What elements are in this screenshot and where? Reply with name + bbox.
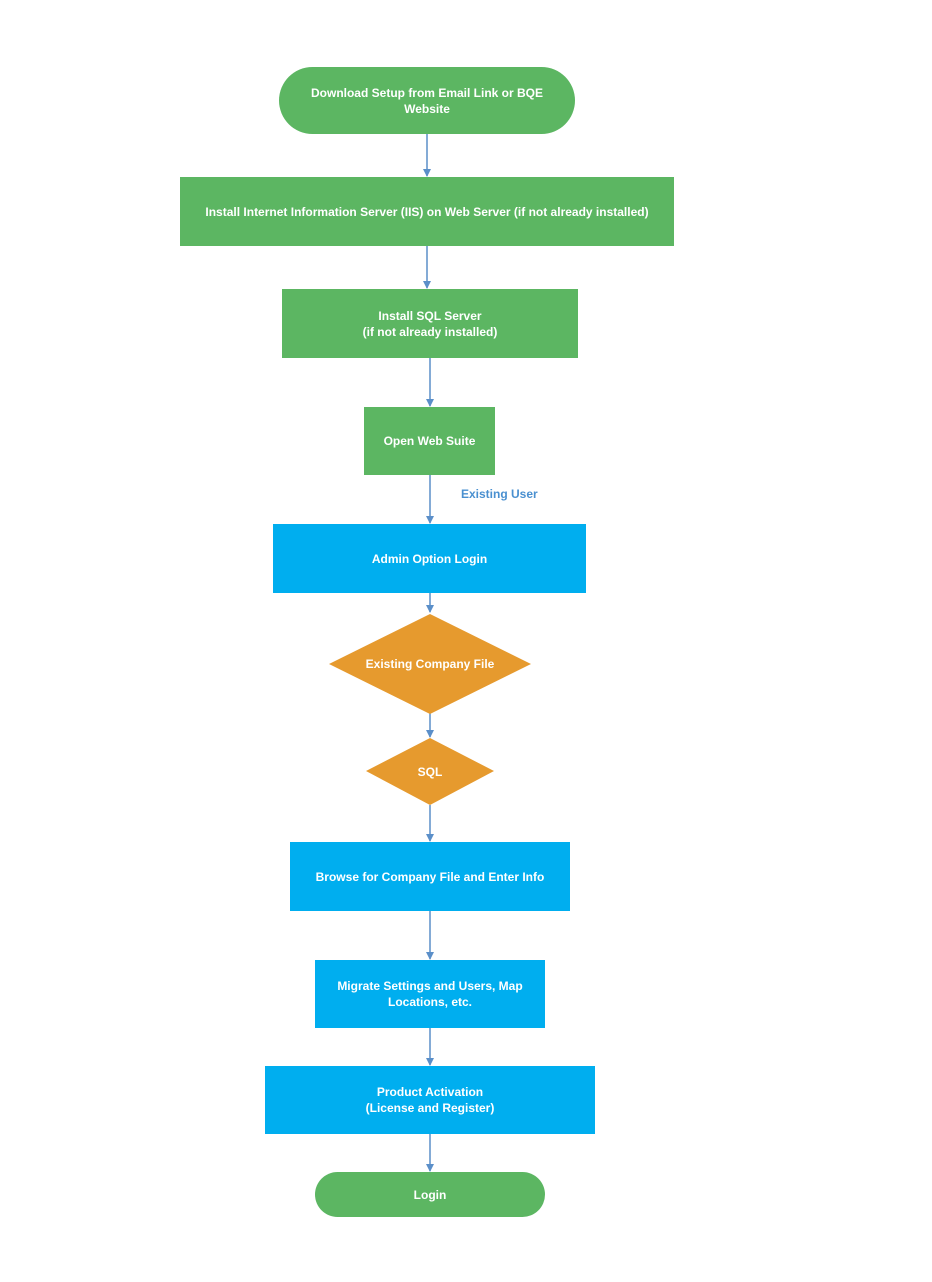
product-activation-step: Product Activation (License and Register… — [265, 1066, 595, 1134]
install-iis-step: Install Internet Information Server (IIS… — [180, 177, 674, 246]
sql-label: SQL — [417, 765, 443, 779]
product-activation-label: Product Activation (License and Register… — [365, 1085, 495, 1115]
sql-diamond — [366, 738, 494, 805]
install-iis-label: Install Internet Information Server (IIS… — [205, 204, 649, 219]
download-setup-label: Download Setup from Email Link or BQE We… — [310, 85, 544, 116]
admin-option-login-label: Admin Option Login — [371, 551, 488, 566]
existing-company-file-diamond — [329, 614, 531, 714]
existing-company-file-label: Existing Company File — [365, 657, 495, 671]
login-label: Login — [413, 1187, 447, 1202]
browse-company-file-label: Browse for Company File and Enter Info — [315, 869, 545, 884]
migrate-settings-label: Migrate Settings and Users, Map Location… — [337, 979, 523, 1009]
install-sql-server-label: Install SQL Server (if not already insta… — [362, 308, 498, 339]
download-setup-terminal: Download Setup from Email Link or BQE We… — [279, 67, 575, 134]
open-web-suite-label: Open Web Suite — [383, 434, 476, 448]
migrate-settings-step: Migrate Settings and Users, Map Location… — [315, 960, 545, 1028]
existing-user-edge-label: Existing User — [461, 487, 538, 501]
admin-option-login-step: Admin Option Login — [273, 524, 586, 593]
open-web-suite-step: Open Web Suite — [364, 407, 495, 475]
install-sql-server-step: Install SQL Server (if not already insta… — [282, 289, 578, 358]
login-terminal: Login — [315, 1172, 545, 1217]
browse-company-file-step: Browse for Company File and Enter Info — [290, 842, 570, 911]
